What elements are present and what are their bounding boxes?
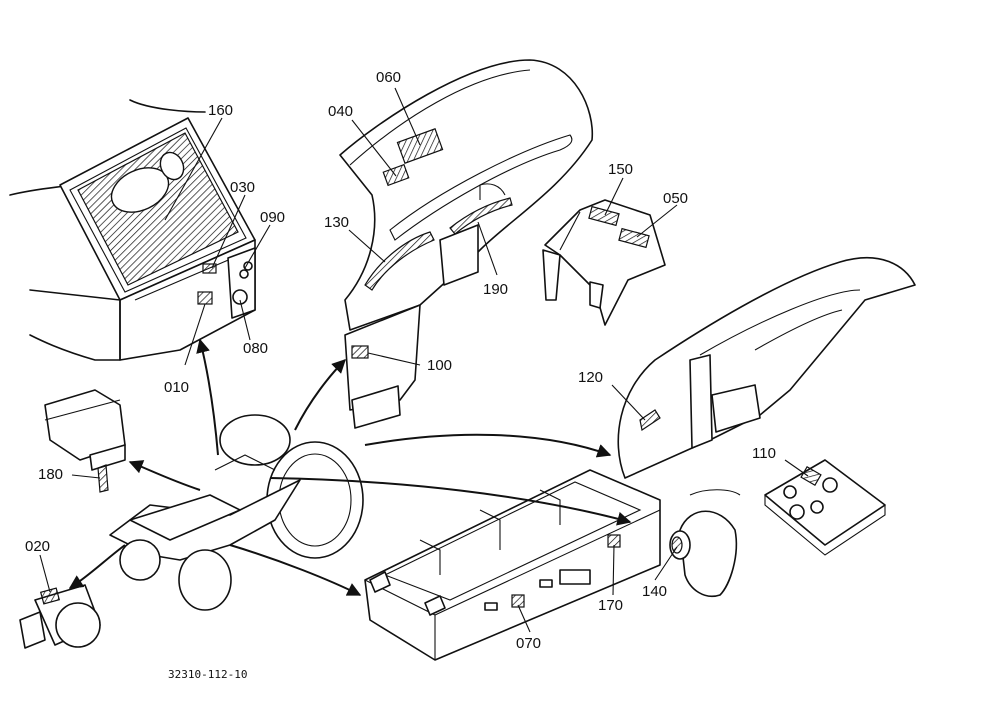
- callout-110: 110: [752, 445, 776, 462]
- callout-150: 150: [608, 161, 633, 178]
- callout-070: 070: [516, 635, 541, 652]
- label-040: [382, 163, 410, 187]
- rear-fender: [617, 257, 916, 479]
- callout-labels: 160 030 090 080 010 040 060 130 190 100 …: [25, 69, 776, 681]
- frame-tray: [364, 469, 661, 661]
- callout-130: 130: [324, 214, 349, 231]
- callout-160: 160: [208, 102, 233, 119]
- callout-180: 180: [38, 466, 63, 483]
- label-100: [351, 345, 369, 359]
- callout-010: 010: [164, 379, 189, 396]
- bracket-180: [44, 389, 126, 493]
- label-030: [202, 263, 217, 274]
- callout-190: 190: [483, 281, 508, 298]
- label-140: [671, 536, 683, 554]
- instrument-panel: [9, 99, 256, 361]
- callout-090: 090: [260, 209, 285, 226]
- callout-020: 020: [25, 538, 50, 555]
- callout-050: 050: [663, 190, 688, 207]
- label-070: [511, 594, 525, 608]
- callout-080: 080: [243, 340, 268, 357]
- label-010: [197, 291, 213, 305]
- callout-120: 120: [578, 369, 603, 386]
- callout-140: 140: [642, 583, 667, 600]
- label-110: [800, 465, 822, 487]
- callout-170: 170: [598, 597, 623, 614]
- leader-arrows: [68, 338, 632, 596]
- upper-fender: [339, 59, 594, 429]
- callout-030: 030: [230, 179, 255, 196]
- panel-plate: [764, 459, 886, 556]
- callout-040: 040: [328, 103, 353, 120]
- callout-100: 100: [427, 357, 452, 374]
- callout-060: 060: [376, 69, 401, 86]
- label-190: [449, 197, 513, 235]
- callout-leaders: [39, 87, 809, 633]
- switch-knob: [669, 489, 741, 597]
- label-020: [39, 587, 61, 605]
- label-120: [639, 409, 661, 431]
- label-180: [97, 464, 109, 493]
- drawing-number: 32310-112-10: [168, 668, 247, 681]
- tractor-body: [109, 414, 364, 611]
- air-cleaner: [19, 584, 101, 649]
- label-130: [364, 231, 435, 291]
- label-050: [618, 227, 650, 249]
- side-cover: [542, 199, 666, 326]
- label-150: [588, 205, 620, 227]
